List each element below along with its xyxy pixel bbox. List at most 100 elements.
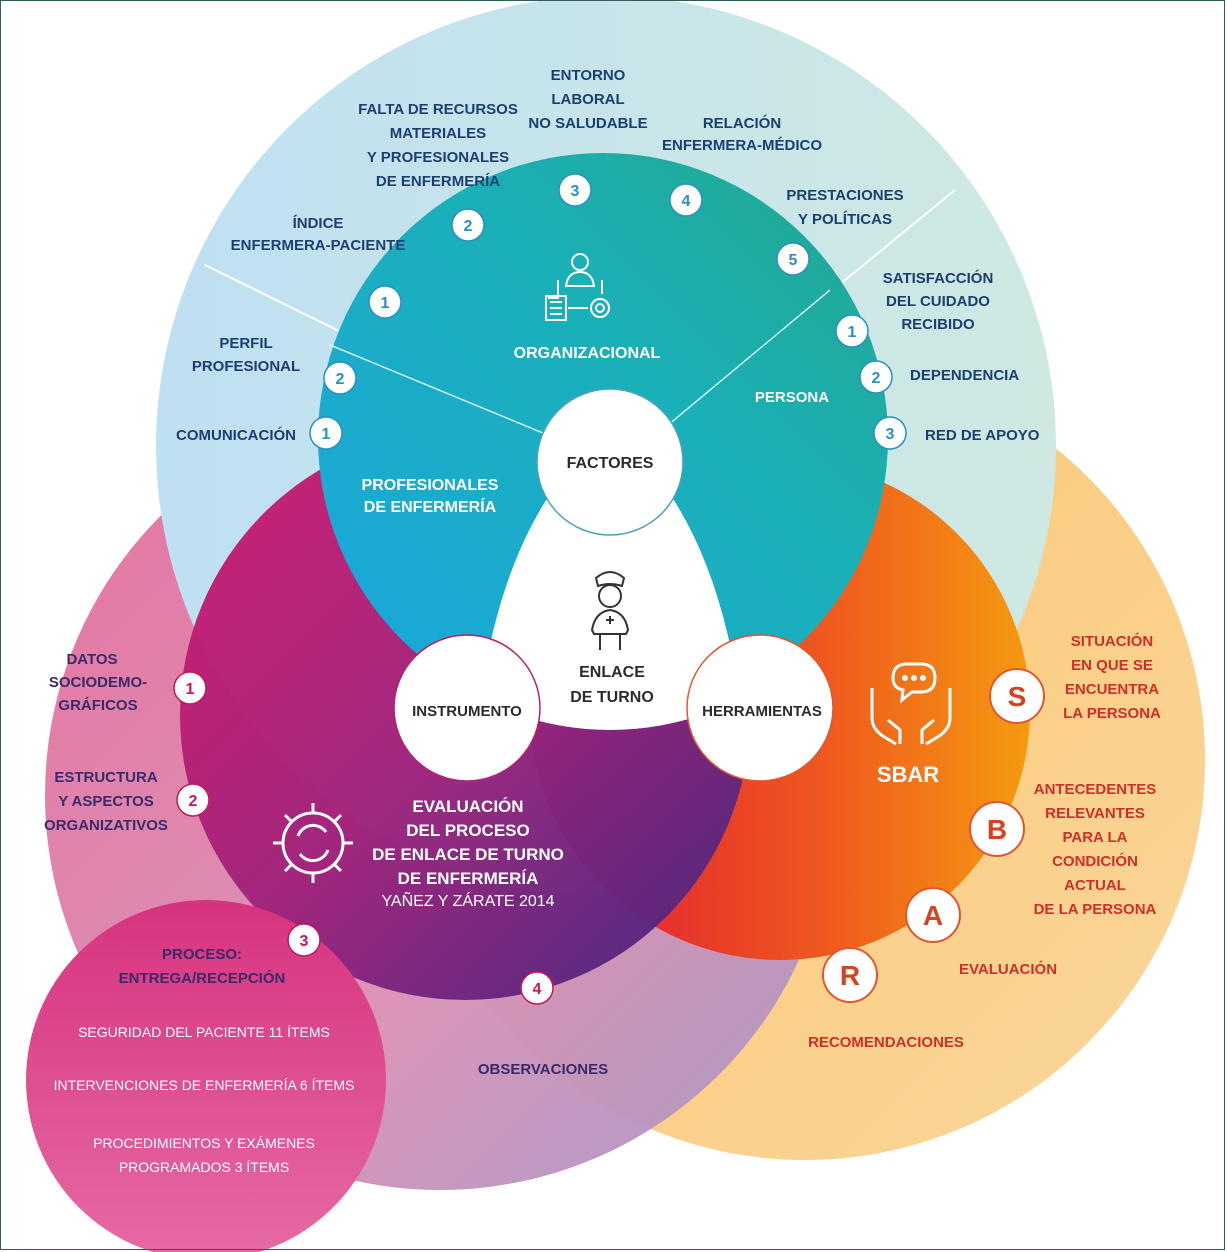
- instrumento-subtitle: YAÑEZ Y ZÁRATE 2014: [381, 890, 554, 910]
- item-text: RELEVANTES: [1045, 805, 1145, 822]
- num-badge: 2: [189, 793, 198, 810]
- num-badge: 2: [872, 370, 881, 387]
- item-text: RECOMENDACIONES: [808, 1034, 964, 1051]
- num-badge: 3: [300, 933, 309, 950]
- item-text: Y PROFESIONALES: [367, 149, 509, 166]
- num-badge: 3: [886, 426, 895, 443]
- num-badge: 3: [571, 183, 580, 200]
- item-text: SATISFACCIÓN: [883, 269, 994, 287]
- sbar-item-s: S SITUACIÓN EN QUE SE ENCUENTRA LA PERSO…: [989, 632, 1161, 724]
- cycle-gear-icon: [273, 803, 353, 883]
- profesionales-item-2: 2 PERFIL PROFESIONAL: [192, 335, 357, 395]
- item-text: ENFERMERA-PACIENTE: [231, 237, 406, 254]
- sbar-title: SBAR: [877, 762, 939, 787]
- persona-item-1: 1 SATISFACCIÓN DEL CUIDADO RECIBIDO: [835, 269, 994, 348]
- item-text: EVALUACIÓN: [959, 960, 1057, 978]
- enlace-line-2: DE TURNO: [570, 689, 654, 706]
- item-text: DE ENFERMERÍA: [376, 173, 500, 190]
- item-text: DEL CUIDADO: [886, 293, 990, 310]
- sbar-letter: R: [840, 960, 860, 991]
- item-text: PARA LA: [1063, 829, 1128, 846]
- instrumento-title-3: DE ENLACE DE TURNO: [372, 845, 564, 864]
- item-text: ESTRUCTURA: [54, 769, 157, 786]
- item-text: ENCUENTRA: [1065, 681, 1159, 698]
- item-text: NO SALUDABLE: [528, 115, 647, 132]
- organizacional-item-2: 2 FALTA DE RECURSOS MATERIALES Y PROFESI…: [358, 101, 518, 242]
- nurse-icon: [590, 571, 630, 650]
- herramientas-node: [686, 634, 834, 782]
- num-badge: 5: [789, 252, 798, 269]
- item-text: DE LA PERSONA: [1034, 901, 1157, 918]
- instrumento-title-2: DEL PROCESO: [406, 821, 529, 840]
- enlace-line-1: ENLACE: [579, 664, 645, 681]
- item-text: GRÁFICOS: [58, 697, 137, 714]
- instrumento-item-3: 3: [287, 923, 321, 957]
- sbar-item-r: R RECOMENDACIONES: [808, 947, 964, 1051]
- item-text: FALTA DE RECURSOS: [358, 101, 518, 118]
- item-text: ORGANIZATIVOS: [44, 817, 168, 834]
- divider-line-inner-left: [329, 344, 561, 441]
- item-text: ÍNDICE: [293, 215, 344, 232]
- profesionales-item-1: 1 COMUNICACIÓN: [176, 416, 343, 450]
- item-text: Y POLÍTICAS: [798, 211, 892, 228]
- proceso-item-3b: PROGRAMADOS 3 ÍTEMS: [119, 1159, 289, 1175]
- organizacional-item-5: 5 PRESTACIONES Y POLÍTICAS: [776, 187, 904, 276]
- instrumento-title-1: EVALUACIÓN: [412, 797, 523, 816]
- item-text: PRESTACIONES: [786, 187, 903, 204]
- instrumento-node: [393, 634, 541, 782]
- factores-label: FACTORES: [567, 455, 654, 472]
- organizacional-item-3: 3 ENTORNO LABORAL NO SALUDABLE: [528, 67, 648, 207]
- num-badge: 1: [381, 295, 390, 312]
- instrumento-label: INSTRUMENTO: [412, 703, 522, 720]
- persona-item-3: 3 RED DE APOYO: [873, 416, 1040, 450]
- instrumento-item-1: 1 DATOS SOCIODEMO- GRÁFICOS: [49, 651, 207, 714]
- item-text: ENTORNO: [551, 67, 626, 84]
- item-text: CONDICIÓN: [1052, 852, 1138, 870]
- item-text: RECIBIDO: [901, 316, 975, 333]
- item-text: SITUACIÓN: [1071, 632, 1154, 650]
- item-text: PERFIL: [219, 335, 272, 352]
- instrumento-item-2: 2 ESTRUCTURA Y ASPECTOS ORGANIZATIVOS: [44, 769, 210, 834]
- num-badge: 2: [336, 371, 345, 388]
- sbar-item-b: B ANTECEDENTES RELEVANTES PARA LA CONDIC…: [969, 781, 1157, 918]
- item-text: MATERIALES: [390, 125, 486, 142]
- sbar-item-a: A EVALUACIÓN: [905, 887, 1057, 978]
- item-text: ANTECEDENTES: [1034, 781, 1157, 798]
- sbar-letter: B: [987, 814, 1007, 845]
- item-text: LA PERSONA: [1063, 705, 1161, 722]
- center-enlace-shape: [480, 465, 740, 730]
- hands-chat-icon: [870, 662, 952, 746]
- item-text: PROFESIONAL: [192, 358, 300, 375]
- item-text: ACTUAL: [1064, 877, 1126, 894]
- persona-item-2: 2 DEPENDENCIA: [859, 360, 1019, 394]
- divider-line-inner-right: [649, 289, 831, 441]
- organization-gear-icon: [545, 253, 610, 321]
- item-text: COMUNICACIÓN: [176, 426, 296, 444]
- num-badge: 1: [322, 426, 331, 443]
- proceso-item-3a: PROCEDIMIENTOS Y EXÁMENES: [93, 1135, 315, 1151]
- proceso-item-2: INTERVENCIONES DE ENFERMERÍA 6 ÍTEMS: [54, 1077, 355, 1093]
- profesionales-title-1: PROFESIONALES: [362, 477, 499, 494]
- num-badge: 1: [186, 681, 195, 698]
- proceso-item-1: SEGURIDAD DEL PACIENTE 11 ÍTEMS: [78, 1024, 330, 1040]
- sbar-letter: A: [923, 900, 943, 931]
- instrumento-item-4: 4 OBSERVACIONES: [478, 971, 608, 1078]
- sbar-letter: S: [1008, 681, 1027, 712]
- item-text: SOCIODEMO-: [49, 674, 147, 691]
- organizacional-item-1: 1 ÍNDICE ENFERMERA-PACIENTE: [231, 215, 406, 319]
- proceso-title-1: PROCESO:: [162, 946, 242, 963]
- item-text: ENFERMERA-MÉDICO: [662, 137, 822, 154]
- item-text: OBSERVACIONES: [478, 1061, 608, 1078]
- instrumento-title-4: DE ENFERMERÍA: [398, 869, 539, 888]
- item-text: Y ASPECTOS: [58, 793, 154, 810]
- persona-title: PERSONA: [755, 389, 829, 406]
- item-text: DEPENDENCIA: [910, 367, 1019, 384]
- item-text: RELACIÓN: [703, 114, 781, 132]
- organizacional-item-4: 4 RELACIÓN ENFERMERA-MÉDICO: [662, 114, 822, 217]
- item-text: EN QUE SE: [1071, 657, 1153, 674]
- herramientas-label: HERRAMIENTAS: [702, 703, 822, 720]
- num-badge: 4: [682, 193, 691, 210]
- num-badge: 2: [464, 218, 473, 235]
